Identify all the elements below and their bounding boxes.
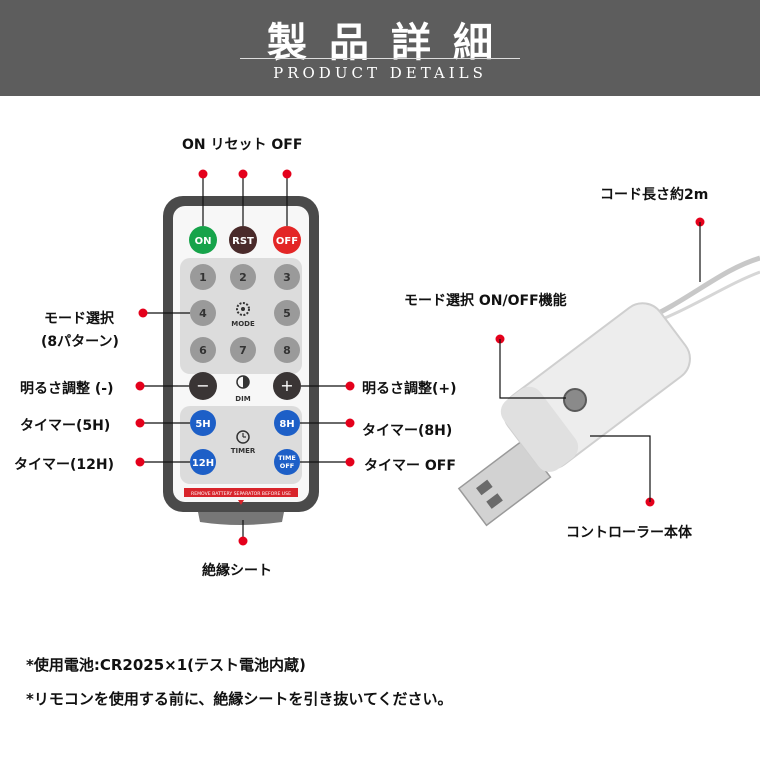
- marker-dot: [135, 381, 145, 391]
- page-subtitle: PRODUCT DETAILS: [273, 64, 487, 82]
- on-button-label: ON: [195, 236, 212, 247]
- mode-4-button[interactable]: [190, 300, 216, 326]
- mode-4-label: 4: [199, 307, 207, 320]
- mode-2-label: 2: [239, 271, 247, 284]
- header-divider: [240, 58, 520, 59]
- timer-5h-button[interactable]: [190, 410, 216, 436]
- marker-dot: [345, 457, 355, 467]
- label-brightness-down: 明るさ調整 (-): [20, 381, 114, 397]
- marker-dot: [135, 457, 145, 467]
- insulation-tab: [198, 512, 284, 525]
- mode-6-label: 6: [199, 344, 207, 357]
- mode-3-label: 3: [283, 271, 291, 284]
- mode-3-button[interactable]: [274, 264, 300, 290]
- marker-dot: [282, 169, 292, 179]
- arrow-down-icon: [238, 500, 244, 505]
- timer-label: TIMER: [231, 447, 256, 455]
- timer-12h-label: 12H: [192, 458, 214, 469]
- timer-off-button[interactable]: [274, 449, 300, 475]
- reset-button-label: RST: [232, 236, 254, 247]
- remote-leader-lines: [140, 174, 350, 540]
- label-insulation-sheet: 絶縁シート: [202, 563, 272, 579]
- marker-dot: [238, 169, 248, 179]
- mode-7-label: 7: [239, 344, 247, 357]
- mode-8-button[interactable]: [274, 337, 300, 363]
- timer-5h-label: 5H: [195, 419, 210, 430]
- label-controller-body: コントローラー本体: [566, 525, 692, 541]
- marker-dot: [345, 418, 355, 428]
- label-timer-off: タイマー OFF: [364, 458, 456, 474]
- mode-5-label: 5: [283, 307, 291, 320]
- note-battery: *使用電池:CR2025×1(テスト電池内蔵): [26, 656, 306, 674]
- controller-body: [503, 302, 691, 470]
- alarm-clock-icon: [236, 430, 250, 444]
- gear-icon: [236, 302, 250, 316]
- marker-dot: [238, 536, 248, 546]
- on-button[interactable]: [189, 226, 217, 254]
- mode-7-button[interactable]: [230, 337, 256, 363]
- dim-minus-button[interactable]: [189, 372, 217, 400]
- reset-button[interactable]: [229, 226, 257, 254]
- usb-controller: [457, 255, 760, 527]
- mode-2-button[interactable]: [230, 264, 256, 290]
- label-timer-8h: タイマー(8H): [362, 423, 453, 439]
- mode-8-label: 8: [283, 344, 291, 357]
- marker-dot: [345, 381, 355, 391]
- mode-6-button[interactable]: [190, 337, 216, 363]
- label-controller-mode: モード選択 ON/OFF機能: [404, 293, 567, 309]
- controller-button[interactable]: [563, 388, 587, 412]
- label-mode-select: モード選択: [44, 311, 114, 327]
- timer-8h-label: 8H: [279, 419, 294, 430]
- top-buttons-caption: ON リセット OFF: [182, 137, 303, 153]
- marker-dot: [135, 418, 145, 428]
- dim-minus-label: −: [196, 376, 209, 395]
- marker-dot: [138, 308, 148, 318]
- label-cord-length: コード長さ約2m: [600, 187, 709, 203]
- marker-dot: [198, 169, 208, 179]
- mode-1-label: 1: [199, 271, 207, 284]
- page-header: 製品詳細 PRODUCT DETAILS: [0, 0, 760, 96]
- mode-1-button[interactable]: [190, 264, 216, 290]
- battery-strip-text: REMOVE BATTERY SEPARATOR BEFORE USE: [191, 491, 291, 497]
- dim-label: DIM: [235, 395, 250, 403]
- label-timer-5h: タイマー(5H): [20, 418, 111, 434]
- timer-off-label-1: TIME: [278, 454, 296, 462]
- remote-control: ON RST OFF 1 2 3 4 5 6 7 8 MODE: [163, 196, 319, 525]
- note-insulation: *リモコンを使用する前に、絶縁シートを引き抜いてください。: [26, 690, 453, 708]
- dim-plus-label: +: [280, 376, 293, 395]
- label-mode-select-patterns: (8パターン): [41, 334, 119, 350]
- controller-leader-lines: [499, 222, 701, 502]
- timer-8h-button[interactable]: [274, 410, 300, 436]
- off-button-label: OFF: [276, 236, 298, 247]
- mode-label: MODE: [231, 320, 255, 328]
- timer-12h-button[interactable]: [190, 449, 216, 475]
- dim-plus-button[interactable]: [273, 372, 301, 400]
- mode-5-button[interactable]: [274, 300, 300, 326]
- label-brightness-up: 明るさ調整(+): [362, 381, 457, 397]
- off-button[interactable]: [273, 226, 301, 254]
- battery-strip: [184, 488, 298, 497]
- marker-dots: [135, 169, 705, 546]
- timer-off-label-2: OFF: [280, 462, 294, 470]
- label-timer-12h: タイマー(12H): [14, 457, 114, 473]
